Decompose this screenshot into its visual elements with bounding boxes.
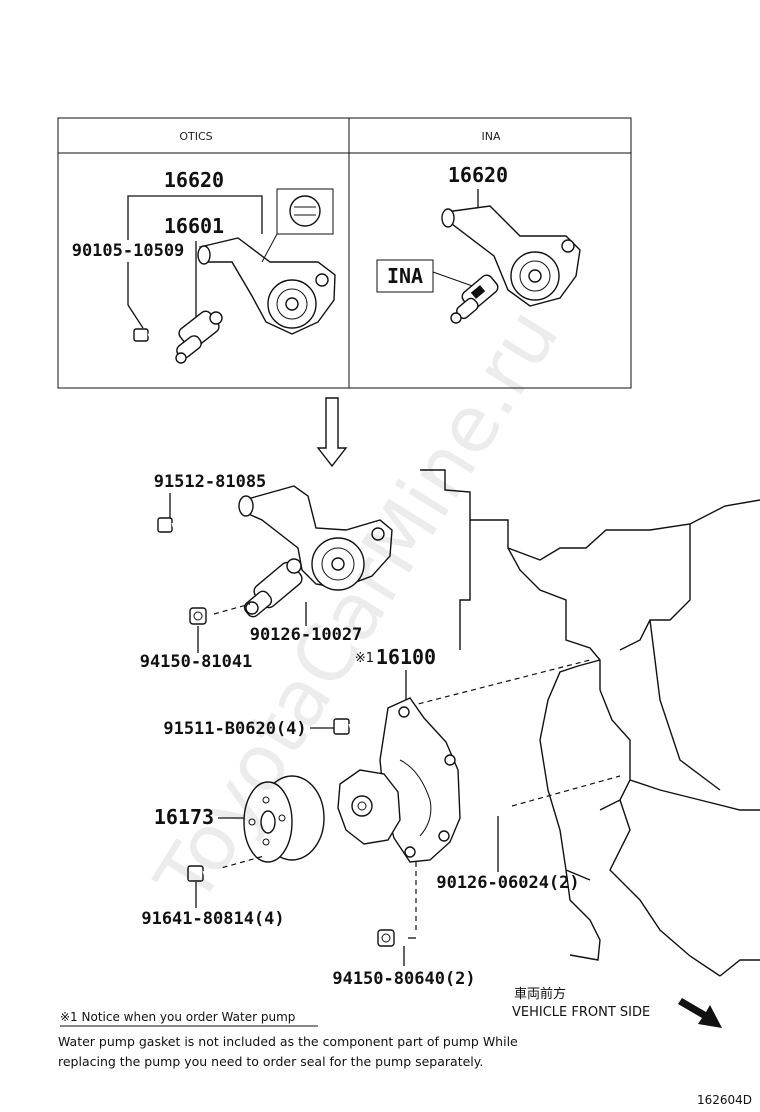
vehicle-front-indicator: 車両前方 VEHICLE FRONT SIDE (512, 986, 722, 1028)
tensioner-damper-icon (450, 274, 499, 324)
vehicle-front-japanese: 車両前方 (514, 986, 566, 1002)
dashed-guide (213, 603, 251, 615)
engine-block-outline (420, 469, 760, 977)
variant-table: OTICS INA (57, 117, 632, 389)
vehicle-front-label: VEHICLE FRONT SIDE (512, 1005, 650, 1020)
part-number-16100: 16100 (376, 645, 436, 669)
part-number-94150-80640: 94150-80640(2) (332, 969, 475, 989)
notice-line-2: replacing the pump you need to order sea… (58, 1054, 483, 1069)
notice-title: ※1 Notice when you order Water pump (60, 1010, 295, 1024)
part-number-91511-B0620: 91511-B0620(4) (163, 719, 306, 739)
leader-16620-otics (127, 195, 263, 240)
nut-icon (377, 929, 395, 947)
bracket-boss-icon (197, 245, 211, 265)
stud-icon (291, 590, 319, 602)
leader-90105-end (127, 304, 144, 329)
dashed-guide (409, 659, 591, 707)
part-number-16601: 16601 (164, 214, 224, 238)
notice-mark: ※1 (355, 651, 374, 666)
table-border (57, 117, 632, 389)
part-number-90126-06024: 90126-06024(2) (436, 873, 579, 893)
part-number-16173: 16173 (154, 805, 214, 829)
order-notice: ※1 Notice when you order Water pump Wate… (58, 1010, 518, 1069)
part-number-90126-10027: 90126-10027 (250, 625, 363, 645)
ina-label-box (376, 259, 434, 293)
part-number-94150-81041: 94150-81041 (140, 652, 253, 672)
long-bolt-icon (157, 510, 235, 533)
nut-icon (189, 607, 207, 625)
part-number-91641-80814: 91641-80814(4) (141, 909, 284, 929)
arrow-down-icon (316, 397, 348, 468)
part-number-91512-81085: 91512-81085 (154, 472, 267, 492)
water-pump-pulley-assembly: 16173 91641-80814(4) (141, 775, 325, 929)
column-header-otics: OTICS (179, 130, 212, 143)
otics-tensioner-assembly: 16620 16601 90105-10509 (72, 168, 336, 364)
bolt-icon (187, 865, 221, 882)
bracket-hole-icon (315, 273, 329, 287)
ina-marking-label: INA (387, 264, 423, 288)
part-number-16620-otics: 16620 (164, 168, 224, 192)
water-pump-shaft-icon (351, 795, 373, 817)
notice-line-1: Water pump gasket is not included as the… (58, 1034, 518, 1049)
part-number-90105-10509: 90105-10509 (72, 241, 185, 261)
detail-inset (276, 188, 334, 235)
column-header-ina: INA (482, 130, 501, 143)
dashed-guide (511, 775, 621, 807)
tensioner-damper-icon (243, 558, 303, 618)
bolt-icon (333, 718, 371, 735)
direction-arrow-icon (678, 998, 722, 1028)
marking-detail-icon (289, 195, 321, 227)
ina-tensioner-assembly: 16620 INA (376, 163, 581, 324)
water-pump-assembly: ※1 16100 91511-B0620(4) 90126-06024(2) (163, 645, 621, 989)
diagram-code: 162604D (697, 1093, 752, 1107)
tensioner-assembly: 91512-81085 90126-10027 94150- (140, 472, 393, 672)
part-number-16620-ina: 16620 (448, 163, 508, 187)
bolt-icon (133, 325, 179, 342)
tensioner-damper-icon (175, 310, 223, 364)
stud-icon (479, 803, 513, 817)
